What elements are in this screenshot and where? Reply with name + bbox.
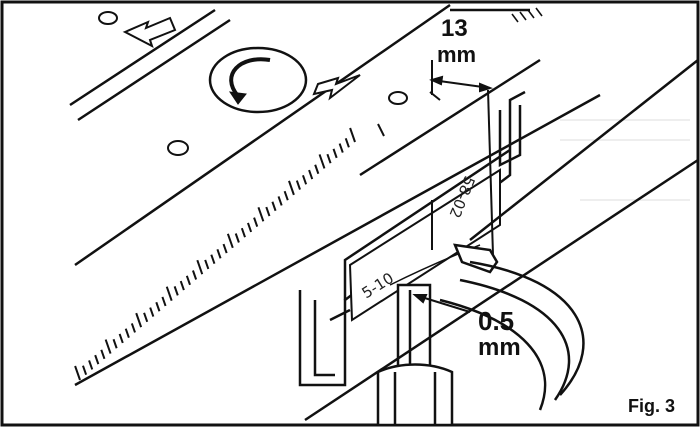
scale-tick [124,328,130,339]
scale-tick [192,270,198,280]
scale-tick [161,296,167,307]
scale-tick [308,169,314,180]
scale-tick [135,312,143,328]
dimension-13-value: 13 [441,15,468,42]
scale-tick [295,180,301,190]
scale-tick [338,143,344,153]
blade-arc [439,260,585,411]
scale-tick [179,280,185,291]
scale-tick [88,360,94,370]
scale-tick [222,243,228,254]
lower-plate [304,59,699,422]
scale-tick [234,233,240,243]
upper-rail [69,8,530,122]
main-bar [74,3,601,387]
scale-tick [143,312,149,323]
rod-and-nut [376,283,454,427]
scale-tick [226,233,234,249]
scale-tick [288,180,295,196]
scale-tick [283,190,289,201]
dimension-0.5mm-lines [412,294,471,313]
scale-tick [271,201,277,212]
scale-tick [100,349,106,360]
scale-tick [302,174,308,185]
arrow-right-icon [312,74,361,101]
scale-tick [112,338,118,349]
scale-tick [149,307,155,317]
scale-tick [185,275,191,286]
figure-label: Fig. 3 [628,396,675,416]
bracket-housing [298,90,526,387]
scale-tick [247,222,253,233]
holes [98,11,408,156]
scale-tick [216,249,222,259]
scale-tick [349,127,356,143]
hole-left [167,140,189,156]
upper-scale-ticks [511,7,543,23]
dimension-13-unit: mm [437,42,476,67]
scale-tick [104,339,112,354]
scale-tick [130,323,136,333]
lower-scale-ticks [74,127,356,381]
background-shading [560,119,690,201]
scale-tick [155,301,161,312]
scale-tick [265,206,271,217]
scale-tick [196,259,204,275]
scale-tick [82,365,88,376]
scale-tick [277,196,283,206]
scale-tick [257,207,265,222]
rotation-arrow-icon [208,46,308,114]
scale-tick [332,148,338,159]
dimension-0.5-unit: mm [478,334,521,361]
scale-tick [318,154,326,169]
hole-right [388,91,408,105]
scale-tick [165,286,173,301]
scale-tick [314,164,320,175]
scale-tick [173,286,179,296]
dimension-0.5-value: 0.5 [478,306,514,336]
hole-top [98,11,118,25]
arrow-left-icon [122,16,177,49]
scale-tick [210,254,216,264]
scale-tick [74,365,81,381]
scale-tick [118,333,124,344]
dimension-13mm-lines [429,60,494,95]
scale-tick [326,153,332,164]
scale-tick [204,259,210,270]
scale-tick [240,227,246,238]
scale-tick [344,137,350,148]
scale-tick [94,354,100,365]
scale-tick [253,217,259,227]
